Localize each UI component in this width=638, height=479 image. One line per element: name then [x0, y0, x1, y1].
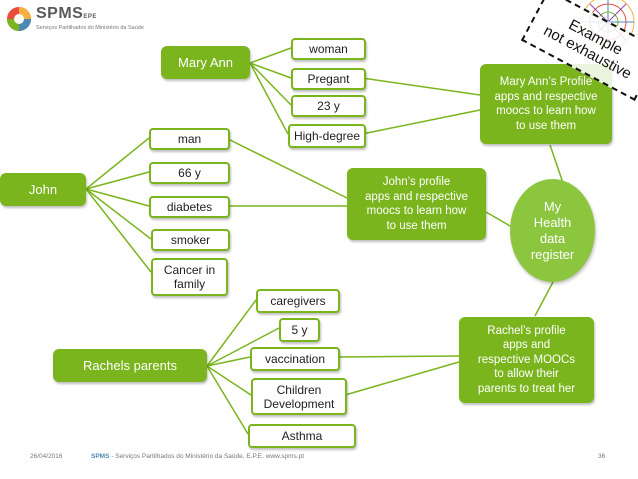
- rachel-profile-line-4: to allow their: [494, 368, 559, 381]
- health-data-register: My Health data register: [510, 179, 595, 282]
- john-profile-line-2: apps and respective: [365, 190, 468, 203]
- rachel-profile-line-2: apps and: [502, 339, 551, 352]
- register-line-4: register: [530, 246, 575, 262]
- john-profile-box: John’s profile apps and respective moocs…: [347, 168, 486, 240]
- register-line-1: My: [543, 198, 562, 214]
- cancer-line-1: Cancer in: [163, 263, 216, 277]
- john-attribute-smoker: smoker: [151, 229, 230, 251]
- mary-attribute-age: 23 y: [291, 95, 366, 117]
- mary-attribute-woman: woman: [291, 38, 366, 60]
- spms-logo: SPMSEPE Serviços Partilhados do Ministér…: [6, 6, 144, 32]
- logo-subtitle: Serviços Partilhados do Ministério da Sa…: [36, 25, 144, 31]
- register-line-2: Health: [533, 214, 572, 230]
- mary-attribute-pregant: Pregant: [291, 68, 366, 90]
- children-dev-line-1: Children: [276, 382, 322, 397]
- rachel-attribute-age: 5 y: [279, 318, 320, 342]
- rachel-attribute-caregivers: caregivers: [256, 289, 340, 313]
- spms-logo-icon: [6, 6, 32, 32]
- rachel-attribute-vaccination: vaccination: [250, 347, 340, 371]
- rachel-profile-line-5: parents to treat her: [477, 382, 576, 395]
- john-profile-line-3: moocs to learn how: [366, 205, 467, 217]
- john-attribute-man: man: [149, 128, 230, 150]
- mary-profile-line-2: apps and respective: [494, 90, 598, 103]
- john-profile-line-1: John’s profile: [382, 176, 451, 188]
- footer-page-number: 36: [598, 453, 606, 460]
- john-attribute-diabetes: diabetes: [149, 196, 230, 218]
- mary-profile-line-3: moocs to learn how: [496, 105, 596, 117]
- children-dev-line-2: Development: [263, 396, 335, 411]
- mary-ann-node: Mary Ann: [161, 46, 250, 79]
- rachels-parents-node: Rachels parents: [53, 349, 207, 382]
- mary-attribute-degree: High-degree: [288, 124, 366, 148]
- cancer-line-2: family: [173, 277, 206, 291]
- mary-profile-line-1: Mary Ann’s Profile: [499, 76, 593, 88]
- logo-title-suffix: EPE: [83, 14, 97, 20]
- rachel-profile-line-3: respective MOOCs: [477, 353, 576, 366]
- footer-date: 26/04/2016: [30, 453, 63, 460]
- footer-text: - Serviços Partilhados do Ministério da …: [109, 453, 305, 460]
- rachel-profile-box: Rachel’s profile apps and respective MOO…: [459, 317, 594, 403]
- footer-brand: SPMS: [91, 453, 110, 460]
- register-line-3: data: [539, 230, 566, 246]
- rachel-attribute-asthma: Asthma: [248, 424, 356, 448]
- john-profile-line-4: to use them: [386, 219, 447, 232]
- footer-credit: SPMS - Serviços Partilhados do Ministéri…: [91, 453, 304, 460]
- logo-title: SPMS: [36, 5, 84, 22]
- john-attribute-cancer: Cancer in family: [151, 258, 228, 296]
- rachel-attribute-children-development: Children Development: [251, 378, 347, 415]
- rachel-profile-line-1: Rachel’s profile: [487, 324, 566, 337]
- john-attribute-age: 66 y: [149, 162, 230, 184]
- mary-profile-line-4: to use them: [515, 119, 577, 132]
- john-node: John: [0, 173, 86, 206]
